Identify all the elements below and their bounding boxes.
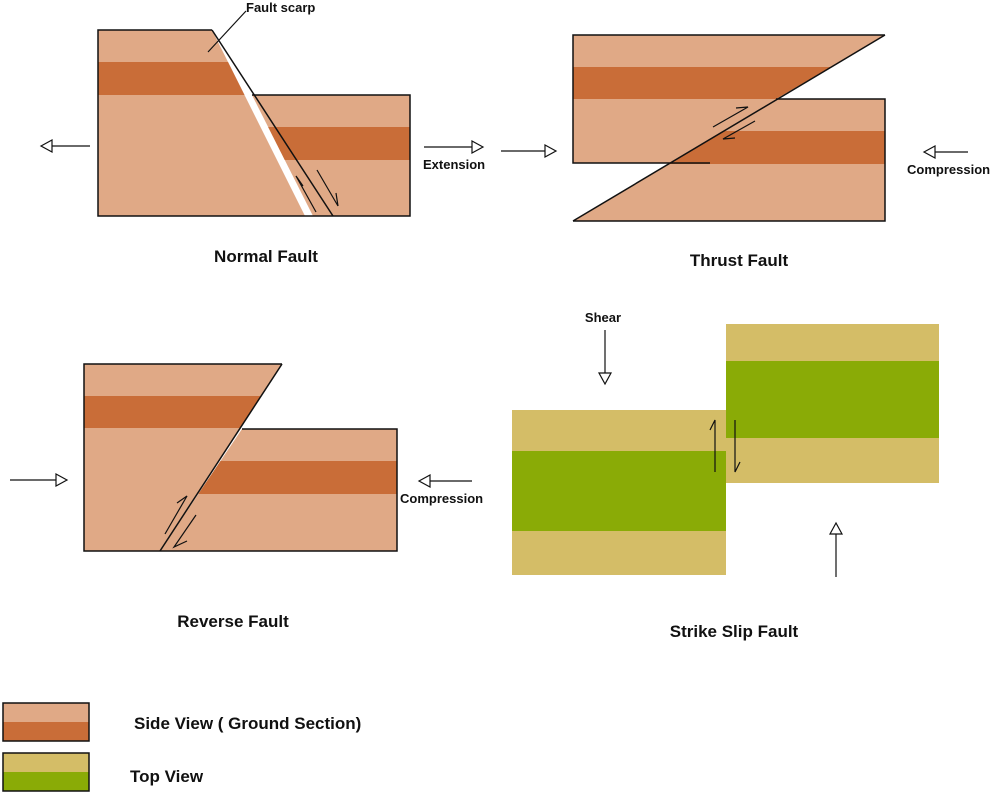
rock-layer-dark [84, 396, 282, 428]
shear-label: Shear [585, 310, 621, 325]
thrust-fault-title: Thrust Fault [690, 251, 789, 270]
fault-plane [159, 363, 283, 552]
top-layer-light [3, 753, 89, 772]
fault-motion-arrows [709, 419, 741, 473]
reverse-compression-label: Compression [400, 491, 483, 506]
reverse-fault-outline [83, 363, 398, 552]
legend-side-view-swatch [2, 702, 90, 742]
legend: Side View ( Ground Section) Top View [2, 702, 361, 792]
strike-slip-fault-title: Strike Slip Fault [670, 622, 799, 641]
shear-arrow-up [828, 521, 844, 577]
extension-arrow-left [39, 138, 90, 154]
rock-layer-light [3, 703, 89, 722]
thrust-compression-label: Compression [907, 162, 990, 177]
fault-plane [211, 29, 334, 217]
compression-arrow-right [417, 473, 472, 489]
rock-layer-dark [98, 62, 305, 95]
thrust-fault-outline [572, 34, 886, 222]
shear-arrow-down [597, 330, 613, 386]
fault-scarp-label: Fault scarp [246, 0, 315, 15]
legend-top-view-swatch [2, 752, 90, 792]
strike-slip-left-block [512, 410, 726, 575]
fault-motion-arrows [295, 169, 339, 213]
legend-top-view-label: Top View [130, 767, 204, 786]
rock-layer-dark [3, 722, 89, 741]
compression-arrow-right [922, 144, 968, 160]
top-layer-dark [512, 451, 726, 531]
fault-plane [572, 34, 886, 222]
normal-fault-title: Normal Fault [214, 247, 318, 266]
extension-label: Extension [423, 157, 485, 172]
thrust-fault-diagram: Compression Thrust Fault [501, 34, 990, 270]
compression-arrow-left [10, 472, 69, 488]
extension-arrow-right [424, 139, 485, 155]
top-layer-dark [3, 772, 89, 791]
normal-fault-diagram: Fault scarp Extension Normal Fault [39, 0, 485, 266]
fault-scarp-leader-line [207, 10, 247, 53]
fault-motion-arrows [712, 106, 756, 140]
compression-arrow-left [501, 143, 558, 159]
reverse-fault-diagram: Compression Reverse Fault [10, 363, 483, 631]
strike-slip-right-block [726, 324, 939, 483]
normal-fault-outline [97, 29, 411, 217]
strike-slip-fault-diagram: Shear Strike Slip Fault [512, 310, 939, 641]
top-layer-dark [726, 361, 939, 438]
legend-side-view-label: Side View ( Ground Section) [134, 714, 361, 733]
fault-motion-arrows [164, 495, 197, 549]
rock-layer-dark [573, 67, 885, 99]
reverse-fault-title: Reverse Fault [177, 612, 289, 631]
